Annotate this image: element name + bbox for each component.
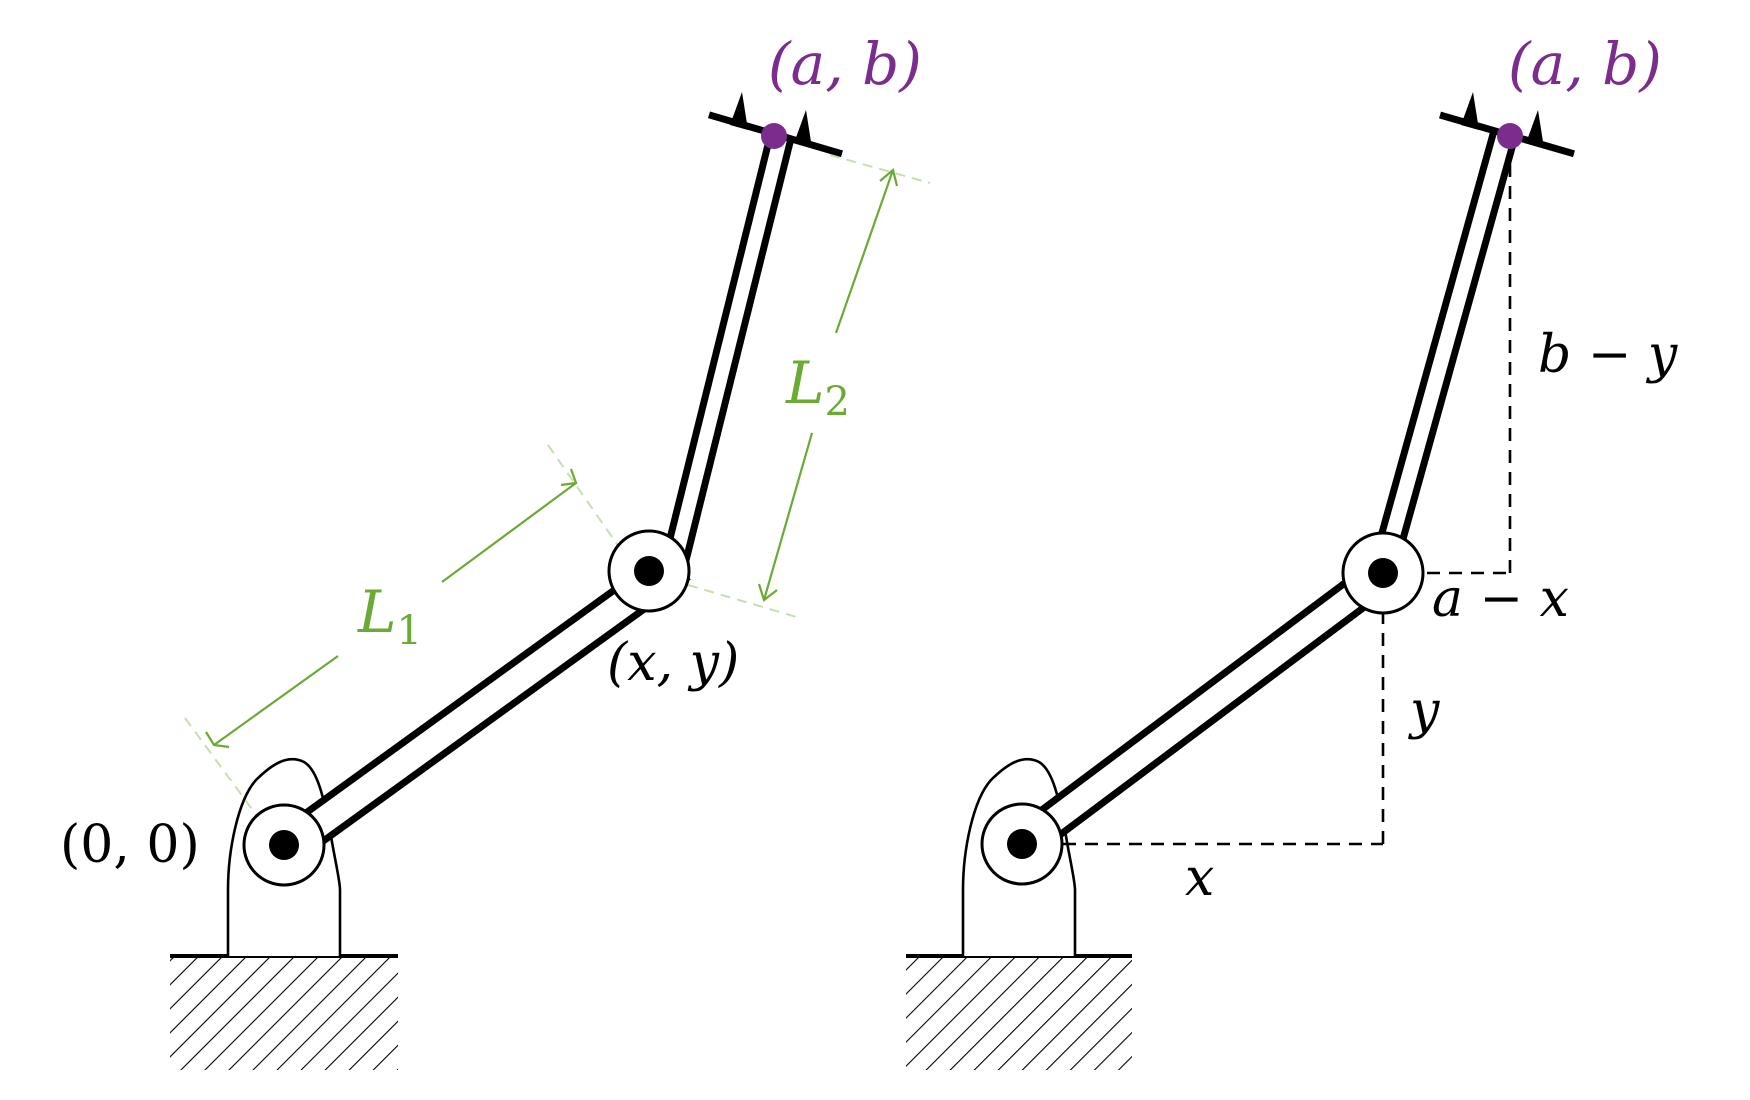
link-1-dimension [205, 468, 578, 749]
link-2-right [1369, 128, 1519, 574]
left-panel: (0, 0) (x, y) (a, b) L1 L2 [60, 30, 931, 1070]
elbow-joint-left [607, 529, 691, 613]
target-point-left [761, 123, 787, 149]
ground-right [906, 954, 1132, 1070]
a-minus-x-label: a − x [1432, 569, 1569, 629]
b-minus-y-label: b − y [1538, 325, 1678, 385]
link-1-left [277, 547, 691, 862]
y-offset-label: y [1408, 681, 1440, 741]
target-label-left: (a, b) [768, 30, 922, 98]
x-offset-label: x [1185, 848, 1214, 908]
origin-label: (0, 0) [60, 815, 200, 875]
link-1-right [1010, 557, 1396, 860]
construction-lines [1019, 134, 1512, 846]
target-label-right: (a, b) [1508, 30, 1662, 98]
elbow-joint-right [1341, 531, 1425, 615]
shoulder-joint-right [980, 802, 1064, 886]
link-2-dimension [757, 168, 899, 602]
link-2-length-label: L2 [785, 349, 850, 425]
link-2-left [660, 130, 795, 571]
ground-left [170, 954, 398, 1070]
right-panel: (a, b) x y a − x b − y [906, 30, 1678, 1070]
elbow-label: (x, y) [607, 633, 739, 693]
dimension-guides-left [184, 154, 931, 821]
target-point-right [1497, 123, 1523, 149]
link-1-length-label: L1 [357, 578, 422, 654]
shoulder-joint-left [242, 803, 326, 887]
